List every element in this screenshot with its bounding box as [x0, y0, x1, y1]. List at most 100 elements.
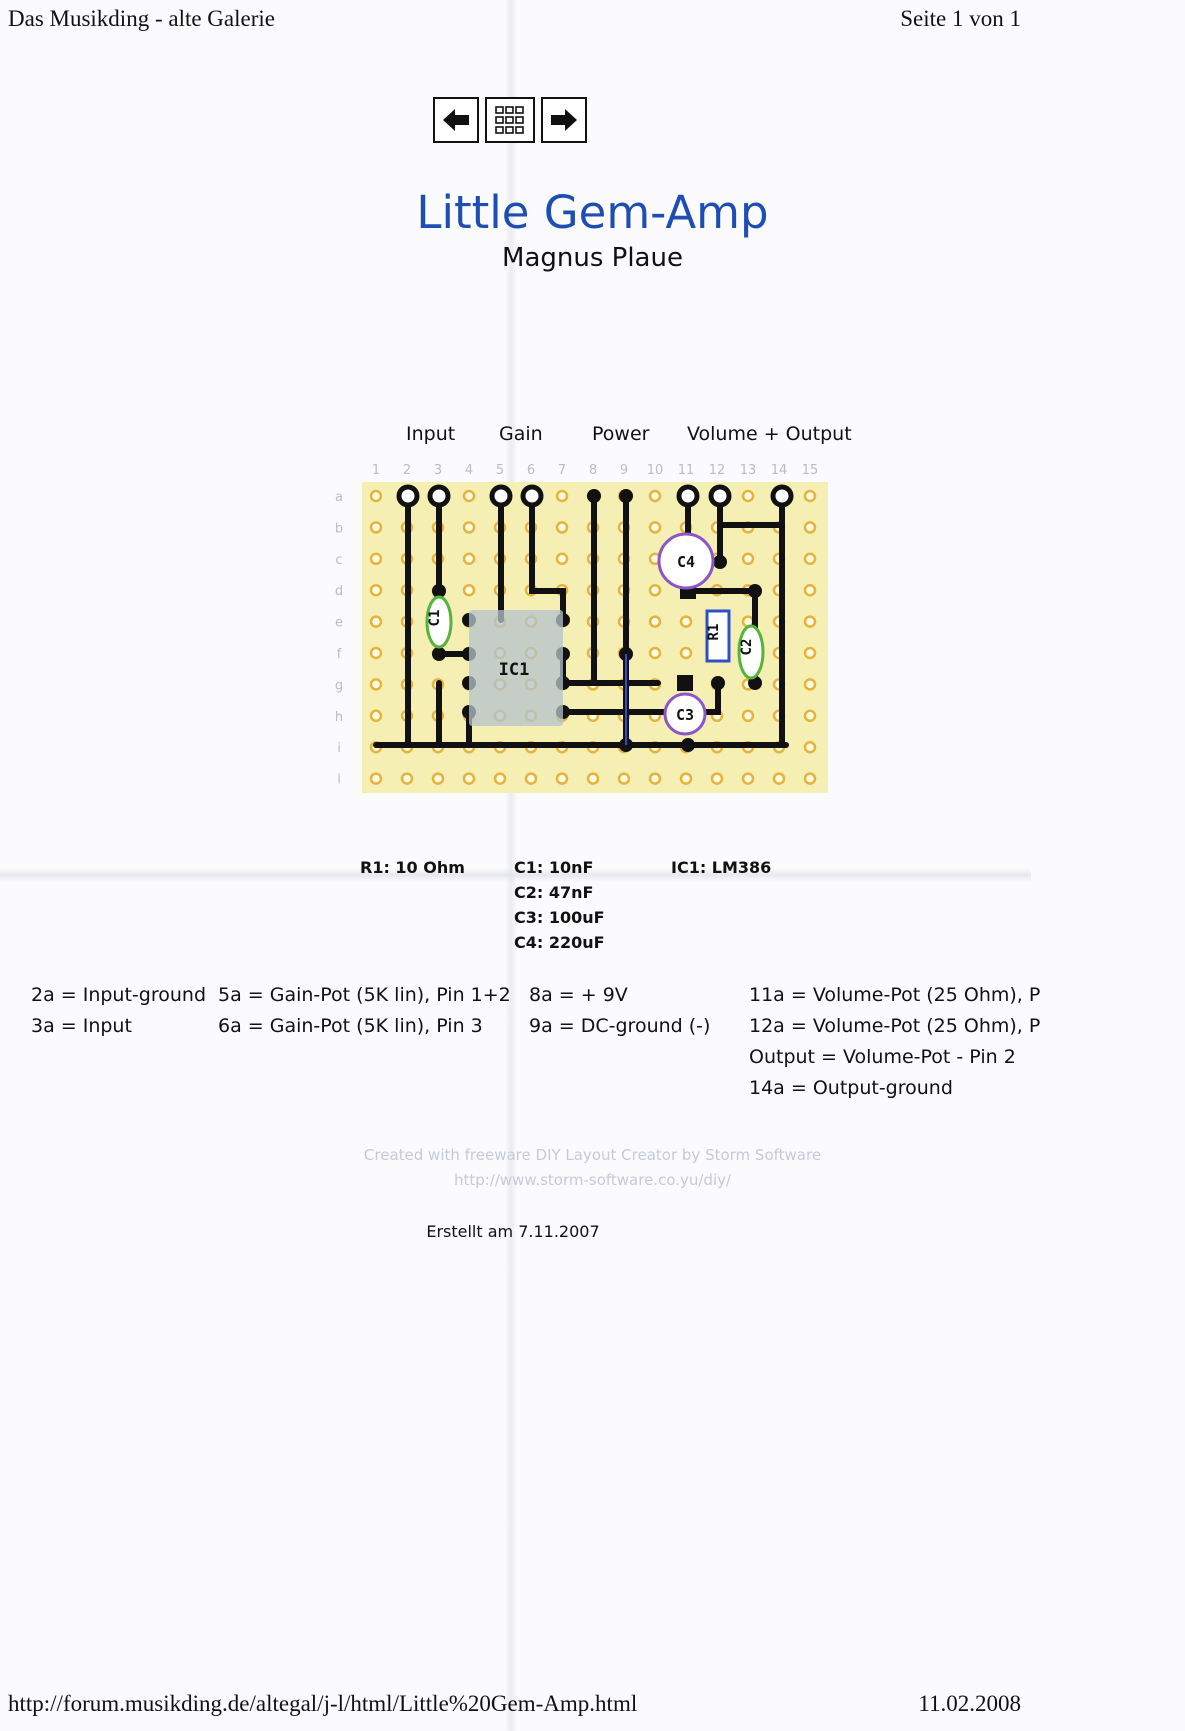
board-hole — [648, 583, 662, 597]
board-hole — [462, 772, 476, 785]
solder-joint — [681, 738, 695, 752]
ic-pin6-trace — [560, 680, 721, 715]
column-number: 14 — [771, 463, 788, 478]
row-letter: g — [335, 678, 343, 693]
row-letter: b — [335, 521, 343, 536]
pin-2a: 2a = Input-ground — [31, 984, 207, 1006]
board-hole — [741, 772, 755, 785]
capacitor-c3: C3 — [663, 692, 707, 736]
board-hole — [679, 772, 693, 785]
arrow-left-icon — [443, 109, 469, 131]
board-hole — [586, 772, 600, 785]
solder-joint — [587, 489, 601, 503]
board-hole — [555, 521, 569, 534]
c1-label: C1 — [427, 610, 443, 627]
wire-pad — [770, 484, 794, 508]
column-number: 11 — [678, 463, 695, 478]
board-hole — [741, 489, 755, 503]
column-number: 9 — [620, 463, 628, 478]
row-letter: c — [335, 553, 342, 568]
wire-pad — [427, 484, 451, 508]
part-r1: R1: 10 Ohm — [360, 858, 465, 877]
board-hole — [803, 615, 817, 628]
board-hole — [803, 552, 817, 566]
creation-date: Erstellt am 7.11.2007 — [426, 1222, 600, 1241]
board-hole — [772, 772, 786, 785]
solder-joint — [748, 584, 762, 598]
page-title: Little Gem-Amp — [416, 186, 769, 239]
board-hole — [710, 772, 724, 785]
capacitor-c4: C4 — [657, 532, 715, 590]
prev-button[interactable] — [433, 97, 479, 143]
column-number: 13 — [740, 463, 757, 478]
header-page-count: Seite 1 von 1 — [900, 6, 1021, 31]
board-hole — [369, 678, 383, 691]
board-hole — [679, 646, 693, 660]
row-letter: a — [335, 490, 343, 505]
arrow-right-icon — [551, 109, 577, 131]
grid-icon — [495, 106, 524, 134]
wire-pad — [489, 484, 513, 508]
parts-ics: IC1: LM386 — [671, 855, 771, 880]
column-label-gain: Gain — [499, 423, 543, 445]
wire-pad — [520, 484, 544, 508]
pin-5a: 5a = Gain-Pot (5K lin), Pin 1+2 — [218, 984, 511, 1006]
board-hole — [803, 772, 817, 785]
solder-joint — [713, 555, 727, 569]
column-number: 10 — [647, 463, 664, 478]
c3-label: C3 — [676, 706, 694, 724]
part-c1: C1: 10nF — [514, 858, 594, 877]
next-button[interactable] — [541, 97, 587, 143]
column-number: 7 — [558, 463, 566, 478]
row-letter: h — [335, 710, 343, 725]
board-hole — [803, 489, 817, 503]
row-letter: d — [335, 584, 343, 599]
wire-pad — [708, 484, 732, 508]
board-hole — [617, 772, 631, 785]
part-c3: C3: 100uF — [514, 908, 605, 927]
gallery-navigation — [433, 97, 587, 143]
footer-url[interactable]: http://forum.musikding.de/altegal/j-l/ht… — [8, 1691, 638, 1716]
board-hole — [369, 489, 383, 503]
header-site-title: Das Musikding - alte Galerie — [8, 6, 275, 31]
board-hole — [369, 552, 383, 566]
board-hole — [648, 489, 662, 503]
column-number: 2 — [403, 463, 411, 478]
software-credit-url: http://www.storm-software.co.yu/diy/ — [453, 1171, 732, 1189]
ic1-chip: IC1 — [469, 610, 563, 726]
column-number: 12 — [709, 463, 726, 478]
pin-9a: 9a = DC-ground (-) — [529, 1015, 711, 1037]
solder-joint — [748, 676, 762, 690]
paper-fold — [505, 0, 517, 1731]
gallery-button[interactable] — [485, 97, 535, 143]
column-number: 3 — [434, 463, 442, 478]
board-hole — [493, 772, 507, 785]
solder-joint — [619, 489, 633, 503]
column-number: 4 — [465, 463, 473, 478]
board-hole — [803, 740, 817, 754]
board-hole — [803, 521, 817, 534]
wire-pad — [396, 484, 420, 508]
row-letter: i — [337, 741, 341, 756]
pin-output: Output = Volume-Pot - Pin 2 — [749, 1046, 1016, 1068]
board-hole — [555, 552, 569, 566]
column-number: 1 — [372, 463, 380, 478]
board-hole — [648, 521, 662, 534]
row-letter: e — [335, 616, 343, 631]
r1-label: R1 — [706, 624, 722, 641]
board-hole — [524, 772, 538, 785]
board-hole — [400, 772, 414, 785]
c4-label: C4 — [677, 553, 695, 571]
board-hole — [803, 646, 817, 660]
software-credit: Created with freeware DIY Layout Creator… — [363, 1146, 822, 1164]
column-label-input: Input — [406, 423, 456, 445]
board-hole — [803, 709, 817, 723]
part-c2: C2: 47nF — [514, 883, 594, 902]
board-hole — [803, 678, 817, 691]
c2-label: C2 — [739, 639, 755, 656]
pin-8a: 8a = + 9V — [529, 984, 628, 1006]
part-ic1: IC1: LM386 — [671, 858, 772, 877]
board-hole — [369, 709, 383, 723]
ic1-label: IC1 — [499, 660, 530, 680]
